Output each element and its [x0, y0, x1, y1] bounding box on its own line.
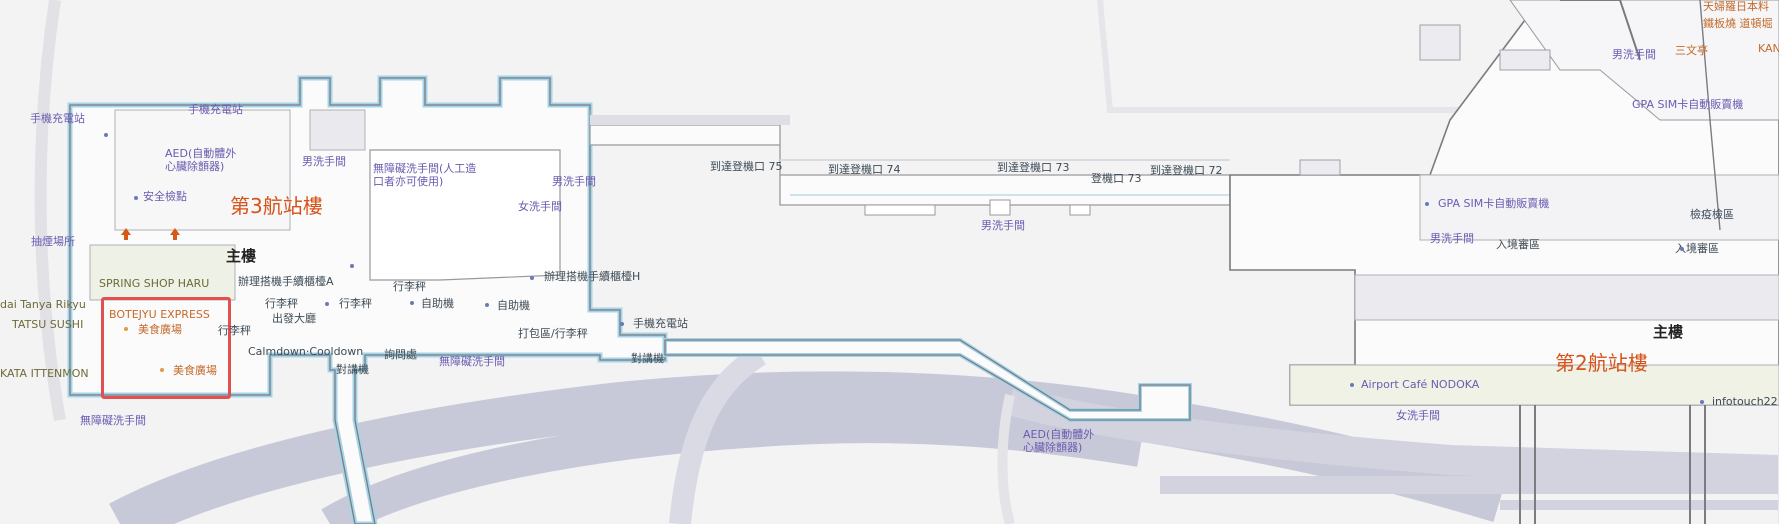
food-court-dot	[124, 327, 128, 331]
shop-tatsu-sushi[interactable]: TATSU SUSHI	[12, 318, 84, 331]
mens-restroom[interactable]: 男洗手間	[302, 155, 346, 168]
poi-dot	[1350, 383, 1354, 387]
terminal-2-label[interactable]: 第2航站樓	[1555, 351, 1648, 375]
self-service-kiosk[interactable]: 自助機	[421, 297, 454, 310]
womens-restroom[interactable]: 女洗手間	[1396, 409, 1440, 422]
accessible-restroom[interactable]: 無障礙洗手間	[439, 355, 505, 368]
poi-dot	[350, 264, 354, 268]
food-court[interactable]: 美食廣場	[138, 323, 182, 336]
shop-kata-ittenmon[interactable]: KATA ITTENMON	[0, 367, 89, 380]
shop-tanya-rikyu[interactable]: dai Tanya Rikyu	[0, 298, 86, 311]
checkin-counter-h[interactable]: 辦理搭機手續櫃檯H	[544, 270, 641, 283]
checkin-counter-a[interactable]: 辦理搭機手續櫃檯A	[238, 275, 334, 288]
poi-dot	[620, 322, 624, 326]
arrival-gate-72[interactable]: 到達登機口 72	[1150, 164, 1223, 177]
poi-dot	[1700, 400, 1704, 404]
main-building-label[interactable]: 主樓	[1653, 323, 1684, 341]
arrival-gate-75[interactable]: 到達登機口 75	[710, 160, 783, 173]
aed-station[interactable]: AED(自動體外心臟除顫器)	[1023, 428, 1095, 454]
gpa-sim-vending[interactable]: GPA SIM卡自動販賣機	[1438, 197, 1550, 210]
baggage-scale[interactable]: 行李秤	[393, 280, 426, 293]
smoking-area[interactable]: 抽煙場所	[31, 235, 75, 248]
poi-dot	[104, 133, 108, 137]
terminal-3-label[interactable]: 第3航站樓	[230, 194, 323, 218]
mens-restroom[interactable]: 男洗手間	[1430, 232, 1474, 245]
mens-restroom[interactable]: 男洗手間	[981, 219, 1025, 232]
information-desk[interactable]: 詢問處	[384, 348, 417, 361]
food-court[interactable]: 美食廣場	[173, 364, 217, 377]
mens-restroom[interactable]: 男洗手間	[1612, 48, 1656, 61]
poi-dot	[410, 301, 414, 305]
poi-dot	[325, 302, 329, 306]
gate-73[interactable]: 登機口 73	[1091, 172, 1142, 185]
womens-restroom[interactable]: 女洗手間	[518, 200, 562, 213]
charging-station[interactable]: 手機充電站	[633, 317, 688, 330]
infotouch[interactable]: infotouch22	[1712, 395, 1778, 408]
immigration[interactable]: 入境審區	[1496, 238, 1540, 251]
charging-station[interactable]: 手機充電站	[30, 112, 85, 125]
baggage-scale[interactable]: 行李秤	[339, 297, 372, 310]
highlight-selection-box[interactable]	[101, 297, 231, 399]
accessible-restroom[interactable]: 無障礙洗手間	[80, 414, 146, 427]
restaurant-teppanyaki[interactable]: 鐵板燒 道頓堀	[1703, 17, 1773, 30]
poi-dot	[1425, 202, 1429, 206]
calmdown-cooldown[interactable]: Calmdown·Cooldown	[248, 345, 364, 358]
immigration[interactable]: 入境審區	[1675, 242, 1719, 255]
restaurant-kan[interactable]: KAN	[1758, 42, 1779, 55]
food-court-dot	[160, 368, 164, 372]
baggage-scale[interactable]: 行李秤	[265, 297, 298, 310]
shop-spring-shop-haru[interactable]: SPRING SHOP HARU	[99, 277, 210, 290]
main-building-label[interactable]: 主樓	[226, 247, 257, 265]
up-arrow-icon	[121, 228, 131, 240]
departure-hall[interactable]: 出發大廳	[272, 312, 316, 325]
poi-dot	[134, 196, 138, 200]
charging-station[interactable]: 手機充電站	[188, 103, 243, 116]
restaurant-sanbunkei[interactable]: 三文亭	[1675, 44, 1708, 57]
arrival-gate-74[interactable]: 到達登機口 74	[828, 163, 901, 176]
intercom[interactable]: 對講機	[631, 352, 664, 365]
poi-dot	[530, 276, 534, 280]
arrival-gate-73[interactable]: 到達登機口 73	[997, 161, 1070, 174]
intercom[interactable]: 對講機	[336, 363, 369, 376]
shop-botejyu-express[interactable]: BOTEJYU EXPRESS	[109, 308, 210, 321]
poi-dot	[485, 303, 489, 307]
baggage-scale[interactable]: 行李秤	[218, 324, 251, 337]
up-arrow-icon	[170, 228, 180, 240]
aed-station[interactable]: AED(自動體外心臟除顫器)	[165, 147, 237, 173]
security-checkpoint[interactable]: 安全檢點	[143, 190, 187, 203]
quarantine[interactable]: 檢疫檢區	[1690, 208, 1734, 221]
accessible-restroom[interactable]: 無障礙洗手間(人工造口者亦可使用)	[373, 162, 477, 188]
airport-cafe-nodoka[interactable]: Airport Café NODOKA	[1361, 378, 1480, 391]
mens-restroom[interactable]: 男洗手間	[552, 175, 596, 188]
packing-area[interactable]: 打包區/行李秤	[518, 327, 588, 340]
restaurant-tenpura[interactable]: 天婦羅日本料	[1703, 0, 1769, 13]
poi-dot	[1680, 247, 1684, 251]
self-service-kiosk[interactable]: 自助機	[497, 299, 530, 312]
gpa-sim-vending[interactable]: GPA SIM卡自動販賣機	[1632, 98, 1744, 111]
